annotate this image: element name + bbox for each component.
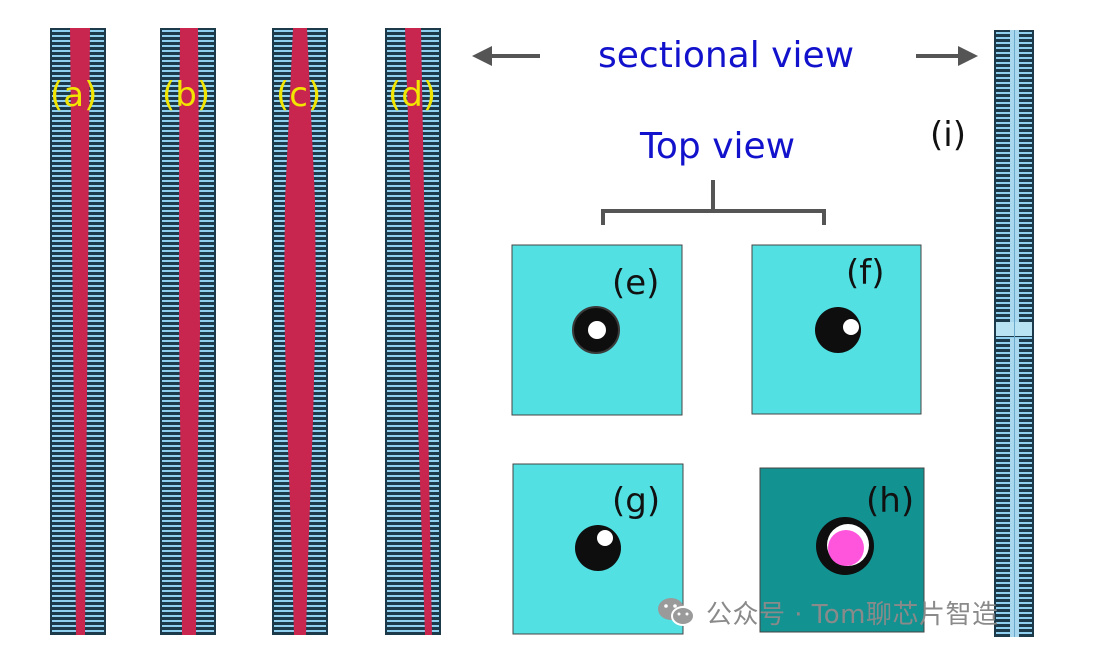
watermark: 公众号 · Tom聊芯片智造 <box>656 592 999 632</box>
stack-b-layers <box>162 30 214 632</box>
column-a: (a) <box>50 28 106 635</box>
sectional-view-label: sectional view <box>598 35 854 76</box>
opening-f <box>843 319 859 335</box>
label-b: (b) <box>162 75 210 115</box>
label-f: (f) <box>846 253 885 293</box>
label-a: (a) <box>50 75 97 115</box>
fill-b <box>179 28 200 635</box>
fill-d <box>405 28 432 635</box>
fill-a <box>70 28 90 635</box>
watermark-text: 公众号 · Tom聊芯片智造 <box>706 599 999 630</box>
column-c: (c) <box>272 28 328 635</box>
column-b: (b) <box>160 28 216 635</box>
opening-e <box>588 321 606 339</box>
label-h: (h) <box>866 481 914 521</box>
column-d: (d) <box>385 28 441 635</box>
via-f <box>815 307 861 353</box>
label-c: (c) <box>276 75 321 115</box>
arrow-left-icon <box>472 46 492 66</box>
via-g <box>575 525 621 571</box>
arrow-right-icon <box>958 46 978 66</box>
tile-h: (h) <box>759 467 925 633</box>
tile-f: (f) <box>751 244 922 415</box>
label-d: (d) <box>388 75 436 115</box>
label-i: (i) <box>930 115 966 155</box>
opening-g <box>597 530 613 546</box>
top-view-header: Top view <box>601 126 826 225</box>
bracket <box>601 180 826 225</box>
wechat-icon <box>658 598 695 626</box>
tile-g: (g) <box>512 463 684 635</box>
fill-c <box>284 28 316 635</box>
opening-h <box>828 530 864 566</box>
tile-e: (e) <box>511 244 683 416</box>
via-e-ring <box>572 306 620 354</box>
sectional-view-header: sectional view <box>472 35 978 76</box>
stack-d-layers <box>387 30 439 632</box>
top-view-label: Top view <box>639 126 795 167</box>
column-i: (i) <box>930 30 1034 637</box>
label-e: (e) <box>612 263 659 303</box>
label-g: (g) <box>612 481 660 521</box>
